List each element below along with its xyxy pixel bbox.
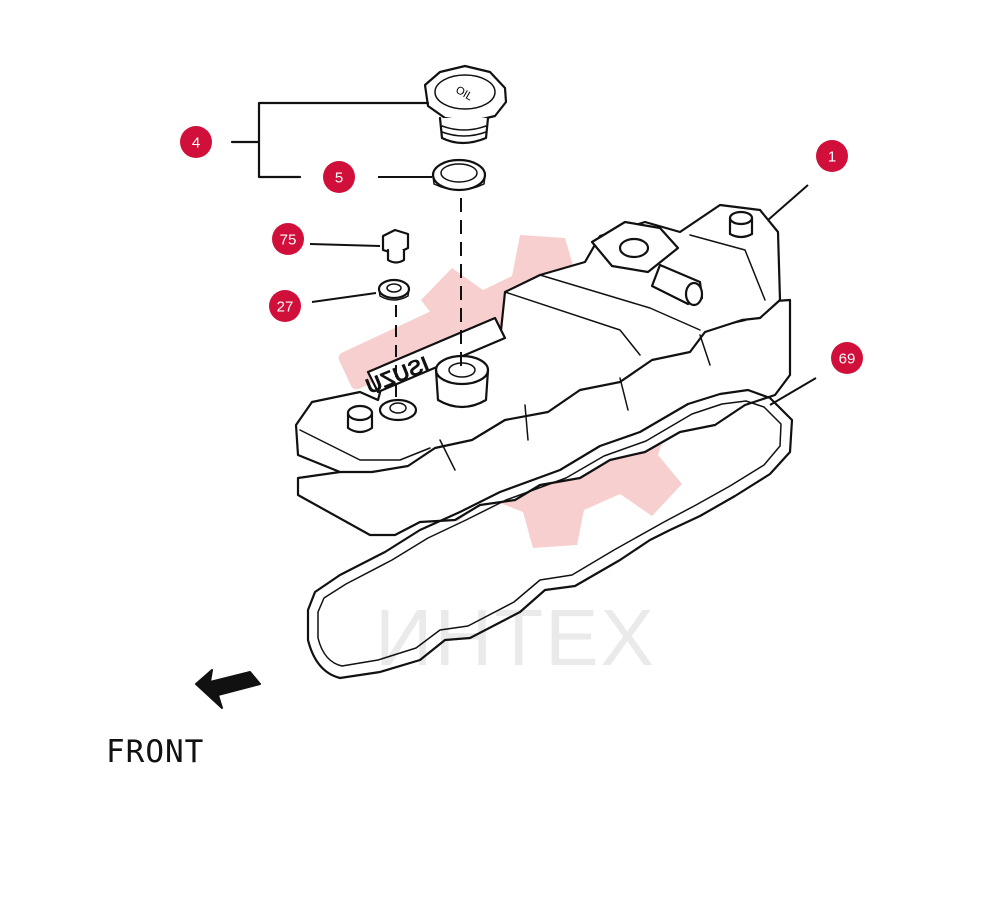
svg-text:27: 27 <box>277 299 294 316</box>
valve-cover-gasket <box>306 388 794 680</box>
oil-cap-thread-lines <box>441 125 487 137</box>
bolt-boss <box>378 398 418 422</box>
front-arrow-icon <box>195 669 261 709</box>
gasket-inner <box>317 400 782 667</box>
rear-boss-side <box>728 216 754 239</box>
svg-text:1: 1 <box>828 149 836 166</box>
front-label: FRONT <box>106 734 204 770</box>
gasket-outer <box>306 388 794 680</box>
bolt-boss-inner <box>389 402 407 414</box>
leader-bracket-4 <box>230 101 430 179</box>
leader-69 <box>769 377 817 406</box>
washer-side <box>378 288 410 301</box>
o-ring <box>431 158 487 192</box>
svg-text:69: 69 <box>839 351 856 368</box>
callout-27: 27 <box>269 290 301 322</box>
washer-outer <box>377 278 411 300</box>
oil-filler-neck-side <box>434 368 490 409</box>
front-boss-side <box>346 411 374 434</box>
valve-cover-rib-1 <box>439 334 711 471</box>
valve-cover-front-edge <box>299 429 431 461</box>
watermark-text: ИНТЕХ <box>375 593 656 682</box>
valve-cover-ridge-2 <box>539 274 701 331</box>
bolt <box>381 228 410 264</box>
o-ring-inner <box>440 163 478 183</box>
o-ring-side <box>432 174 486 191</box>
callout-75: 75 <box>272 223 304 255</box>
callout-1: 1 <box>816 140 848 172</box>
front-boss-top <box>346 404 374 422</box>
leader-75 <box>309 243 381 247</box>
washer <box>377 278 411 301</box>
rear-boss-top <box>728 210 754 226</box>
callout-69: 69 <box>831 342 863 374</box>
svg-text:75: 75 <box>280 232 297 249</box>
emblem-plate <box>366 316 507 394</box>
valve-cover: ISUZU <box>294 203 792 537</box>
callout-4: 4 <box>180 126 212 158</box>
valve-cover-ridge-3 <box>689 234 766 301</box>
svg-text:4: 4 <box>192 135 200 152</box>
bolt-head <box>381 228 410 256</box>
washer-inner <box>386 283 402 293</box>
breather-hole <box>618 237 650 259</box>
callout-5: 5 <box>323 161 355 193</box>
breather-tube-end <box>684 281 704 307</box>
svg-text:5: 5 <box>335 170 343 187</box>
leader-27 <box>311 292 377 303</box>
oil-filler-cap: OIL <box>423 64 508 145</box>
oil-cap-face <box>434 74 496 110</box>
leader-1 <box>767 184 809 221</box>
bolt-shank <box>386 248 406 264</box>
valve-cover-ridge-1 <box>504 291 641 356</box>
